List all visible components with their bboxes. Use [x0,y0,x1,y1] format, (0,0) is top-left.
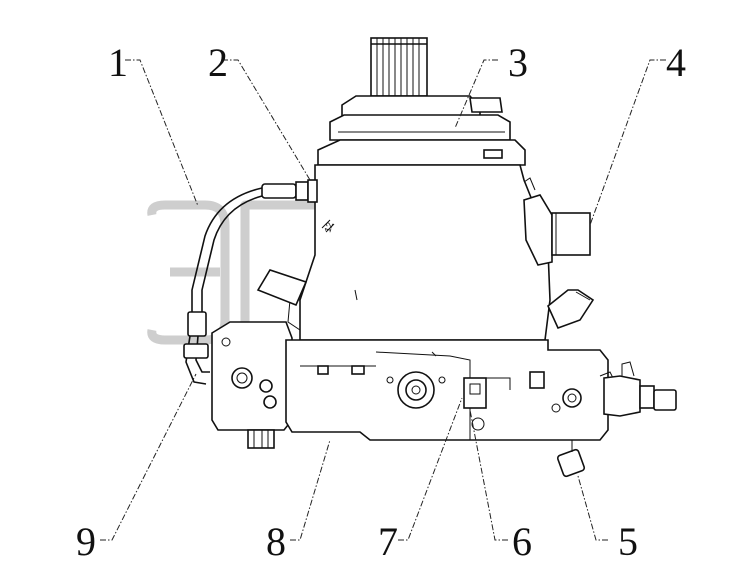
callout-8: 8 [266,519,286,564]
pump-assembly: 12 [183,37,677,478]
callout-1: 1 [108,40,128,85]
leader-line-2 [222,59,311,181]
pump-housing: 12 [256,164,595,341]
leader-line-4 [589,59,666,226]
leader-line-3 [454,59,498,129]
callout-9: 9 [76,519,96,564]
leader-lines [100,59,666,541]
callout-2: 2 [208,40,228,85]
leader-line-9 [100,373,197,541]
callout-7: 7 [378,519,398,564]
leader-line-7 [398,397,463,541]
relief-valve [556,361,677,478]
leader-line-6 [469,409,508,541]
callout-5: 5 [618,519,638,564]
callout-labels: 1 2 3 4 5 6 7 8 9 [76,40,686,564]
leader-line-5 [577,475,608,541]
control-block [211,321,293,449]
callout-4: 4 [666,40,686,85]
port-plate [285,339,615,441]
hydraulic-pipe [183,179,318,385]
part-marking: 12 [322,221,335,234]
leader-line-1 [125,59,199,207]
solenoid-valve [523,177,591,266]
leader-line-8 [290,439,331,541]
callout-3: 3 [508,40,528,85]
callout-6: 6 [512,519,532,564]
spline-shaft [370,37,428,97]
